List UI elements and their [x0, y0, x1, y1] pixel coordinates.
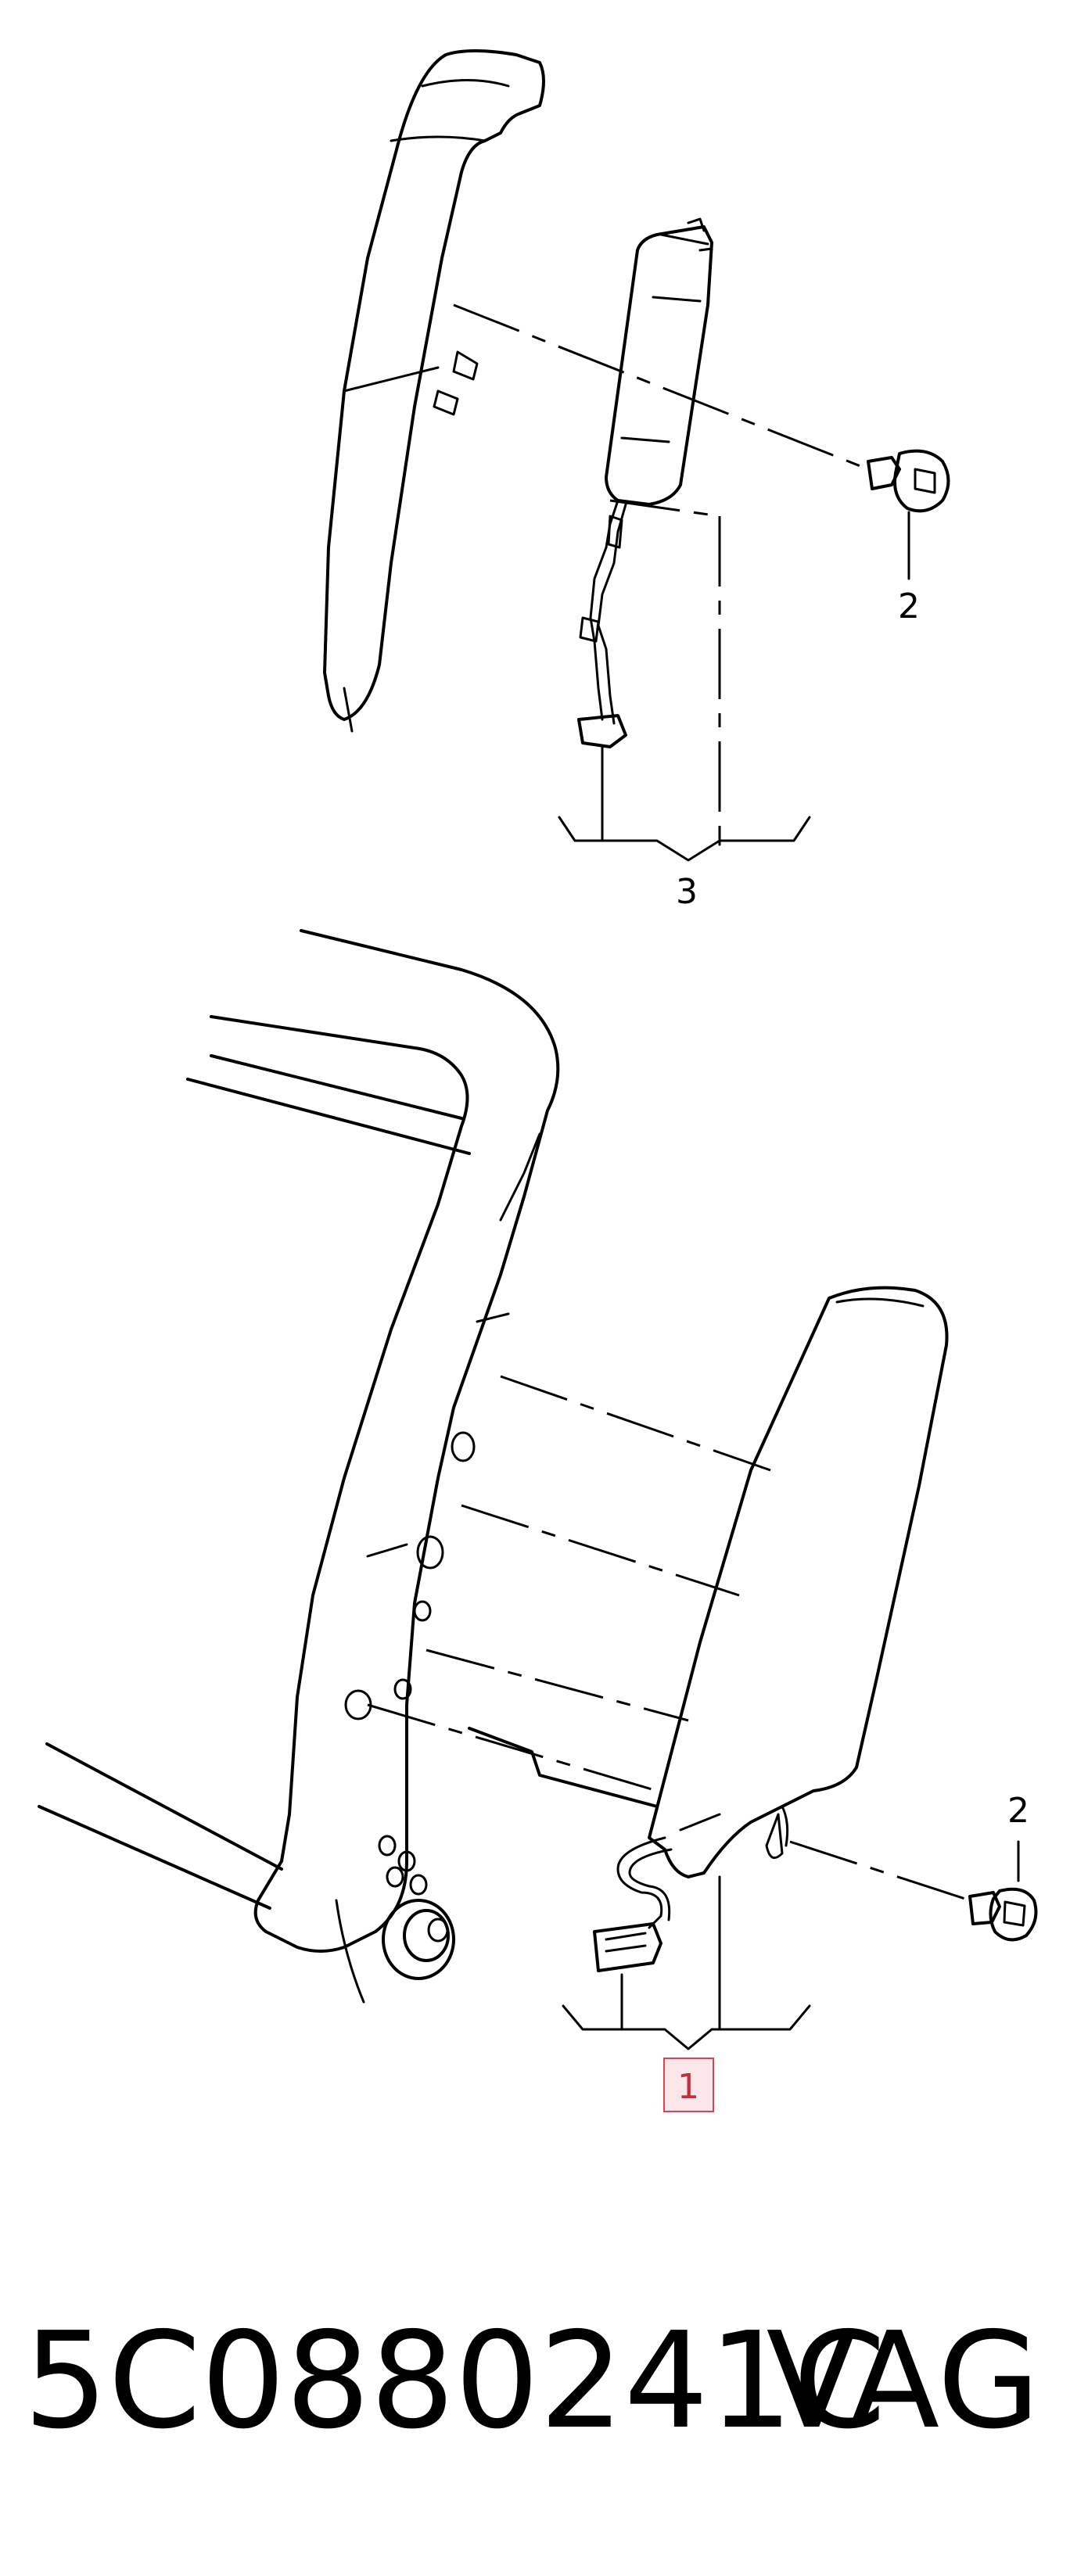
callout-label-2-top: 2: [898, 587, 920, 626]
wiring-harness-bottom: [593, 1836, 673, 1972]
callout-label-2-bottom: 2: [1007, 1791, 1029, 1831]
leader-lines-bottom: [562, 1840, 1020, 2050]
highlighted-callout-1[interactable]: 1: [663, 2058, 714, 2112]
seat-frame: [38, 929, 659, 2004]
mounting-screw-top: [867, 449, 950, 513]
side-airbag-housing-bottom: [648, 1286, 949, 1878]
airbag-module-top: [605, 217, 713, 506]
seat-pivot-bolt: [382, 1899, 455, 1980]
mounting-screw-bottom: [968, 1887, 1038, 1942]
wiring-harness-top: [577, 499, 627, 748]
footer: 5C0880241C VAG: [0, 2284, 1070, 2479]
callout-label-3: 3: [676, 872, 698, 912]
leader-lines-top: [558, 511, 910, 862]
callout-label-1: 1: [677, 2067, 699, 2107]
dash-line-set-top: [453, 303, 869, 845]
side-airbag-cover-top: [323, 49, 545, 733]
brand-label: VAG: [766, 2304, 1040, 2459]
dash-line-set-bottom: [367, 1375, 971, 1902]
highlight-box[interactable]: [663, 2058, 714, 2112]
frame-holes: [344, 1431, 476, 1896]
part-number: 5C0880241C: [23, 2304, 886, 2459]
